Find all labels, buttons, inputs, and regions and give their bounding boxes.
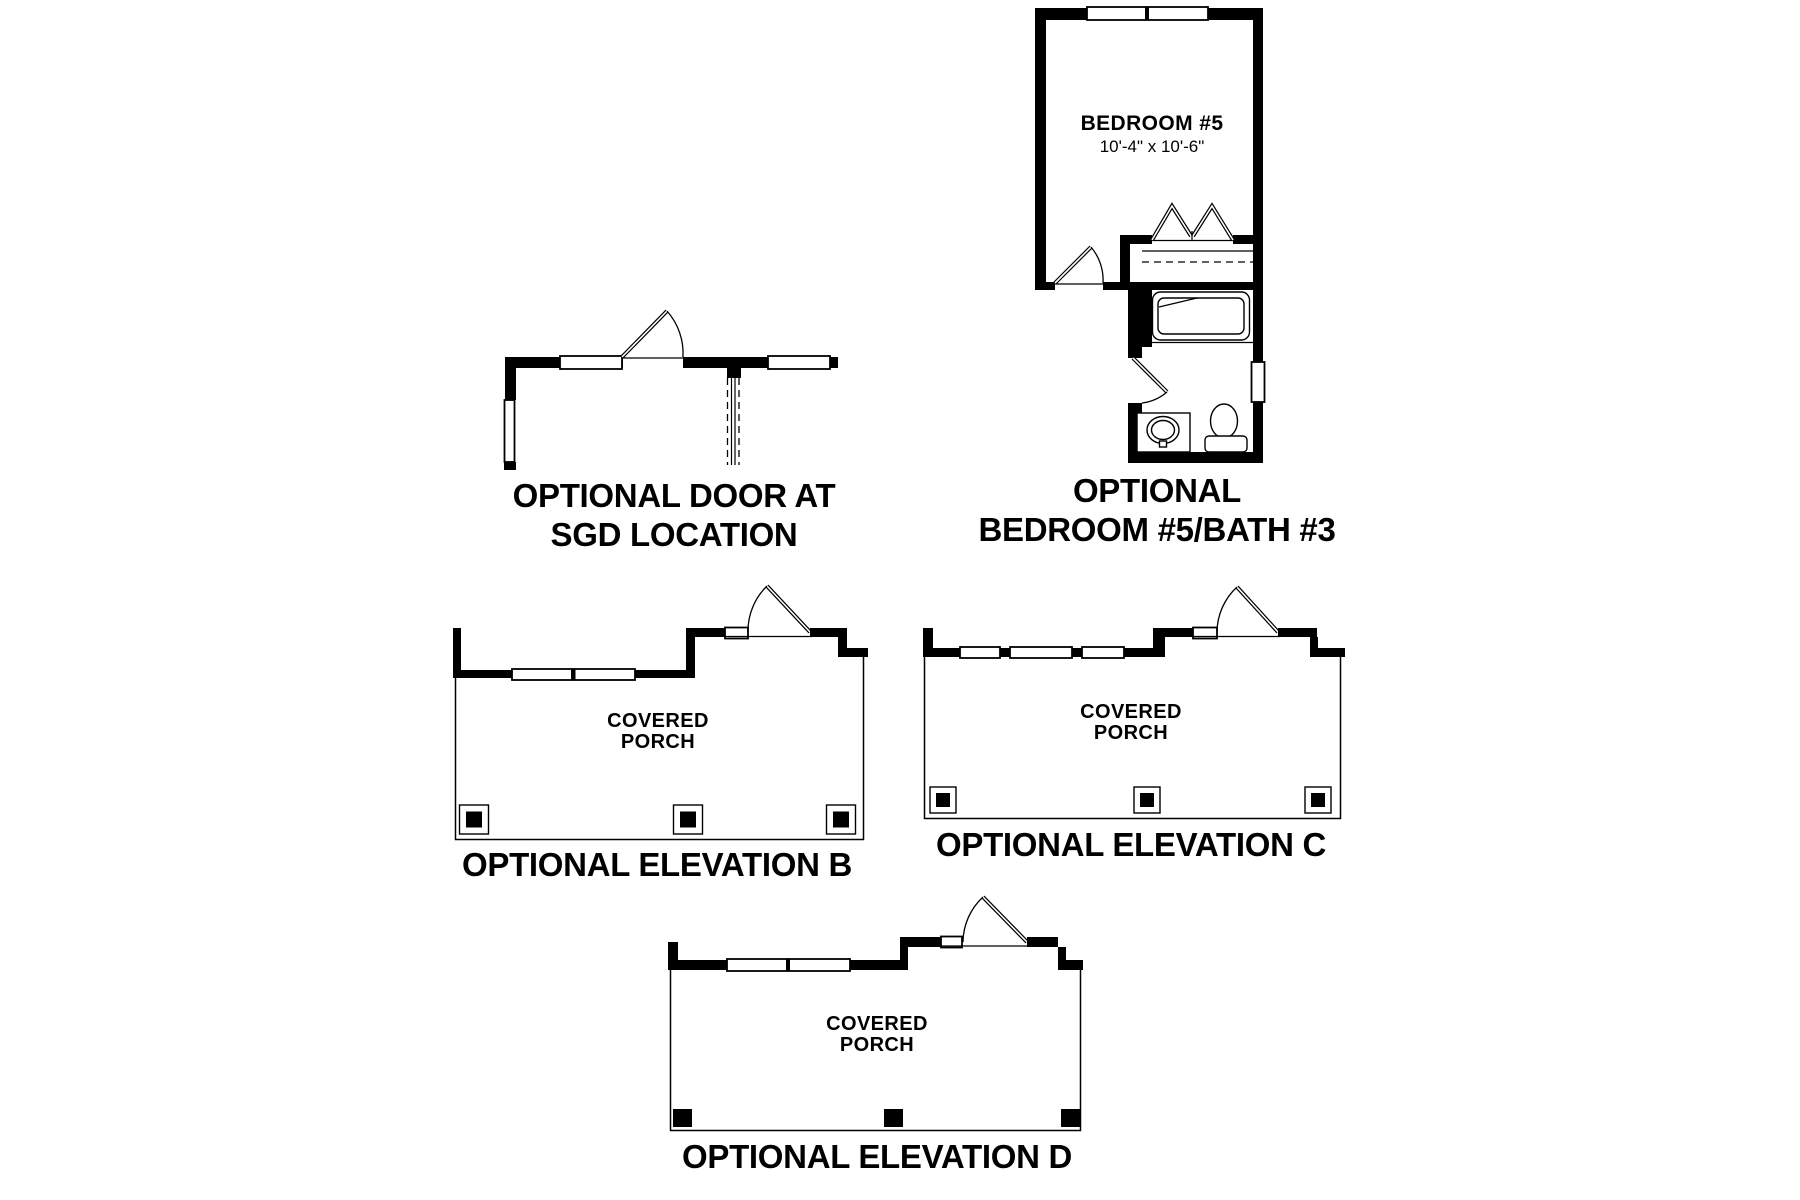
elevc-window-2 [1009,646,1073,659]
elevc-door-swing [1216,585,1280,634]
bedroom-door-swing [1053,245,1104,285]
elevb-porch-label: COVERED PORCH [607,710,709,753]
elevb-caption: OPTIONAL ELEVATION B [461,846,853,883]
bedroom-caption: OPTIONAL BEDROOM #5/BATH #3 [978,472,1336,548]
elevc-window-3 [1081,646,1125,659]
toilet [1204,403,1248,453]
bath-window [1250,361,1266,403]
closet-bifold-doors [1150,202,1235,242]
elevb-door-sidelite [724,626,749,640]
sgd-door-swing [620,309,684,359]
elevation-d-plan [668,895,1083,1132]
elevd-porch-outline [669,970,1082,1132]
elevation-b-plan [453,584,868,841]
sgd-window [559,355,623,370]
elevc-porch-outline [923,657,1342,820]
sgd-door-plan [503,309,838,470]
bath-door-swing [1131,356,1169,404]
elevc-porch-label: COVERED PORCH [1080,701,1182,744]
elevd-porch-posts [673,1109,1080,1127]
elevb-porch-outline [454,657,865,841]
sgd-location-dashed-line [726,368,741,465]
elevd-porch-label: COVERED PORCH [826,1013,928,1056]
sgd-window-right [767,355,831,370]
sgd-caption: OPTIONAL DOOR AT SGD LOCATION [512,477,836,553]
bedroom-room-label: BEDROOM #5 [1080,112,1224,135]
elevd-door-sidelite [940,935,963,949]
elevc-caption: OPTIONAL ELEVATION C [935,826,1327,863]
bedroom-room-dimensions: 10'-4" x 10'-6" [1099,137,1205,156]
elevation-c-plan [923,585,1345,820]
elevb-door-swing [747,584,812,634]
elevc-window-1 [959,646,1001,659]
bedroom5-bath3-plan [1035,6,1266,463]
elevc-door-sidelite [1192,626,1218,640]
bathtub [1151,291,1251,341]
sink-vanity [1136,412,1191,453]
elevd-caption: OPTIONAL ELEVATION D [681,1138,1073,1175]
elevd-door-swing [962,895,1029,944]
sgd-left-window [503,399,516,463]
elevb-porch-posts [458,804,857,835]
elevc-porch-posts [929,786,1332,814]
